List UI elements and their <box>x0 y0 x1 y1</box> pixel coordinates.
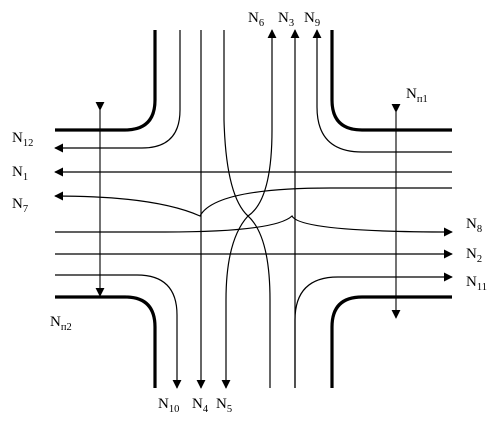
flow-n7-lane <box>54 187 452 217</box>
label-n3: N3 <box>278 10 294 29</box>
label-n4: N4 <box>192 396 209 415</box>
label-n9: N9 <box>304 10 320 29</box>
label-n8: N8 <box>466 216 482 235</box>
flow-n6-lane <box>247 29 277 217</box>
flow-n9-lane <box>312 29 452 153</box>
label-n6: N6 <box>248 10 264 29</box>
label-np1: Nп1 <box>406 86 428 105</box>
label-n7: N7 <box>12 196 28 215</box>
label-np2: Nп2 <box>50 314 72 333</box>
flow-n6-lane <box>223 119 249 217</box>
label-n11: N11 <box>466 274 487 293</box>
flow-n11-lane <box>294 272 453 388</box>
curb-top-left <box>55 30 157 132</box>
through-lanes <box>54 29 453 389</box>
flow-n5-lane <box>221 215 249 389</box>
pedestrian-crossings <box>95 101 401 319</box>
road-curbs <box>55 30 452 388</box>
flow-n12-lane <box>54 30 181 153</box>
flow-n8-lane <box>55 215 453 237</box>
label-n2: N2 <box>466 246 482 265</box>
flow-labels: N6 N3 N9 Nп1 N12 N1 N7 N8 N2 N11 Nп2 N10… <box>12 10 487 415</box>
label-n5: N5 <box>216 396 232 415</box>
label-n12: N12 <box>12 130 33 149</box>
curb-top-right <box>330 30 452 132</box>
curb-bottom-right <box>330 295 452 388</box>
curb-bottom-left <box>55 295 157 388</box>
left-turn-lanes <box>54 29 453 389</box>
flow-n6-lane <box>247 215 271 388</box>
label-n1: N1 <box>12 164 28 183</box>
right-turn-lanes <box>54 29 453 389</box>
flow-n10-lane <box>55 274 182 389</box>
label-n10: N10 <box>158 396 179 415</box>
